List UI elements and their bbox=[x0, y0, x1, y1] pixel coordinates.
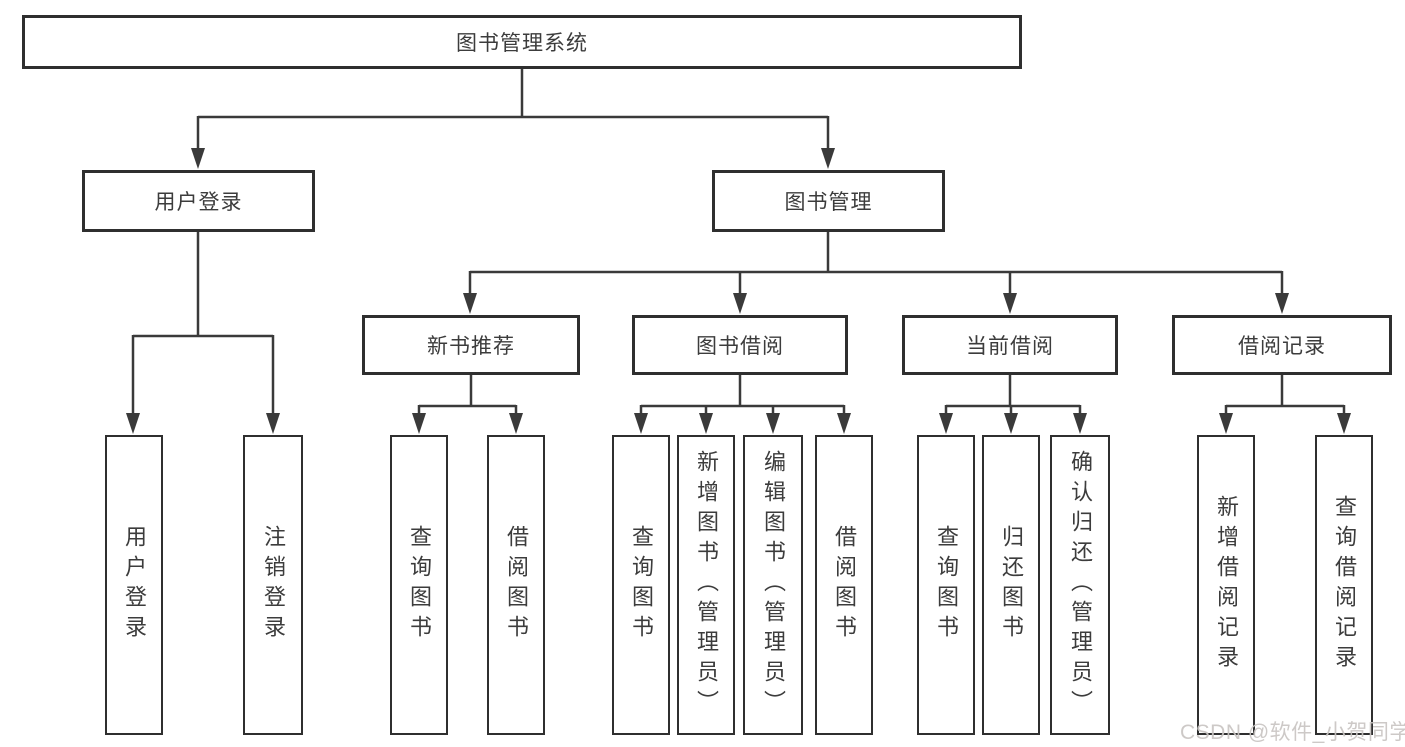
watermark: CSDN @软件_小贺同学 bbox=[1180, 721, 1405, 744]
node-root-system: 图书管理系统 bbox=[22, 15, 1022, 69]
node-user-login: 用户登录 bbox=[82, 170, 315, 232]
leaf-return-book: 归还图书 bbox=[982, 435, 1040, 735]
arrow-down-icon bbox=[126, 413, 140, 434]
arrow-down-icon bbox=[939, 413, 953, 434]
node-label: 图书管理 bbox=[784, 191, 873, 214]
node-new-book-recommend: 新书推荐 bbox=[362, 315, 580, 375]
leaf-label: 查询图书 bbox=[407, 525, 432, 645]
arrow-down-icon bbox=[412, 413, 426, 434]
arrow-down-icon bbox=[509, 413, 523, 434]
leaf-add-borrow-record: 新增借阅记录 bbox=[1197, 435, 1255, 735]
arrow-down-icon bbox=[1219, 413, 1233, 434]
arrow-down-icon bbox=[1337, 413, 1351, 434]
node-label: 借阅记录 bbox=[1238, 335, 1326, 358]
node-label: 图书借阅 bbox=[696, 335, 784, 358]
leaf-query-borrow-record: 查询借阅记录 bbox=[1315, 435, 1373, 735]
leaf-edit-book-admin: 编辑图书（管理员） bbox=[743, 435, 803, 735]
node-label: 当前借阅 bbox=[966, 335, 1054, 358]
leaf-label: 注销登录 bbox=[261, 525, 286, 645]
leaf-label: 查询图书 bbox=[629, 525, 654, 645]
leaf-borrow-book: 借阅图书 bbox=[815, 435, 873, 735]
leaf-label: 新增借阅记录 bbox=[1214, 495, 1239, 675]
leaf-label: 归还图书 bbox=[999, 525, 1024, 645]
node-borrow-record: 借阅记录 bbox=[1172, 315, 1392, 375]
arrow-down-icon bbox=[191, 148, 205, 169]
leaf-logout: 注销登录 bbox=[243, 435, 303, 735]
arrow-down-icon bbox=[766, 413, 780, 434]
connector-user-login-to-leaves bbox=[131, 232, 275, 415]
leaf-label: 用户登录 bbox=[122, 525, 147, 645]
arrow-down-icon bbox=[1004, 413, 1018, 434]
leaf-label: 查询借阅记录 bbox=[1332, 495, 1357, 675]
leaf-label: 借阅图书 bbox=[504, 525, 529, 645]
node-book-borrow: 图书借阅 bbox=[632, 315, 848, 375]
connector-book-borrow-to-leaves bbox=[639, 375, 846, 415]
node-label: 用户登录 bbox=[154, 191, 243, 214]
arrow-down-icon bbox=[1003, 293, 1017, 314]
arrow-down-icon bbox=[1275, 293, 1289, 314]
leaf-query-book-borrow: 查询图书 bbox=[612, 435, 670, 735]
arrow-down-icon bbox=[266, 413, 280, 434]
leaf-add-book-admin: 新增图书（管理员） bbox=[677, 435, 735, 735]
arrow-down-icon bbox=[634, 413, 648, 434]
connector-book-management-to-level3 bbox=[468, 232, 1284, 295]
leaf-label: 编辑图书（管理员） bbox=[761, 450, 786, 720]
connector-current-borrow-to-leaves bbox=[944, 375, 1082, 415]
leaf-user-login: 用户登录 bbox=[105, 435, 163, 735]
leaf-query-book-recommend: 查询图书 bbox=[390, 435, 448, 735]
node-label: 新书推荐 bbox=[427, 335, 515, 358]
arrow-down-icon bbox=[837, 413, 851, 434]
leaf-label: 查询图书 bbox=[934, 525, 959, 645]
node-label: 图书管理系统 bbox=[456, 32, 588, 55]
arrow-down-icon bbox=[699, 413, 713, 434]
node-book-management: 图书管理 bbox=[712, 170, 945, 232]
arrow-down-icon bbox=[733, 293, 747, 314]
leaf-label: 借阅图书 bbox=[832, 525, 857, 645]
connector-new-book-recommend-to-leaves bbox=[417, 375, 518, 415]
connector-root-to-level2 bbox=[196, 69, 830, 150]
arrow-down-icon bbox=[821, 148, 835, 169]
arrow-down-icon bbox=[1073, 413, 1087, 434]
leaf-label: 新增图书（管理员） bbox=[694, 450, 719, 720]
leaf-query-book-current: 查询图书 bbox=[917, 435, 975, 735]
arrow-down-icon bbox=[463, 293, 477, 314]
leaf-borrow-book-recommend: 借阅图书 bbox=[487, 435, 545, 735]
leaf-confirm-return-admin: 确认归还（管理员） bbox=[1050, 435, 1110, 735]
node-current-borrow: 当前借阅 bbox=[902, 315, 1118, 375]
leaf-label: 确认归还（管理员） bbox=[1068, 450, 1093, 720]
connector-borrow-record-to-leaves bbox=[1224, 375, 1346, 415]
